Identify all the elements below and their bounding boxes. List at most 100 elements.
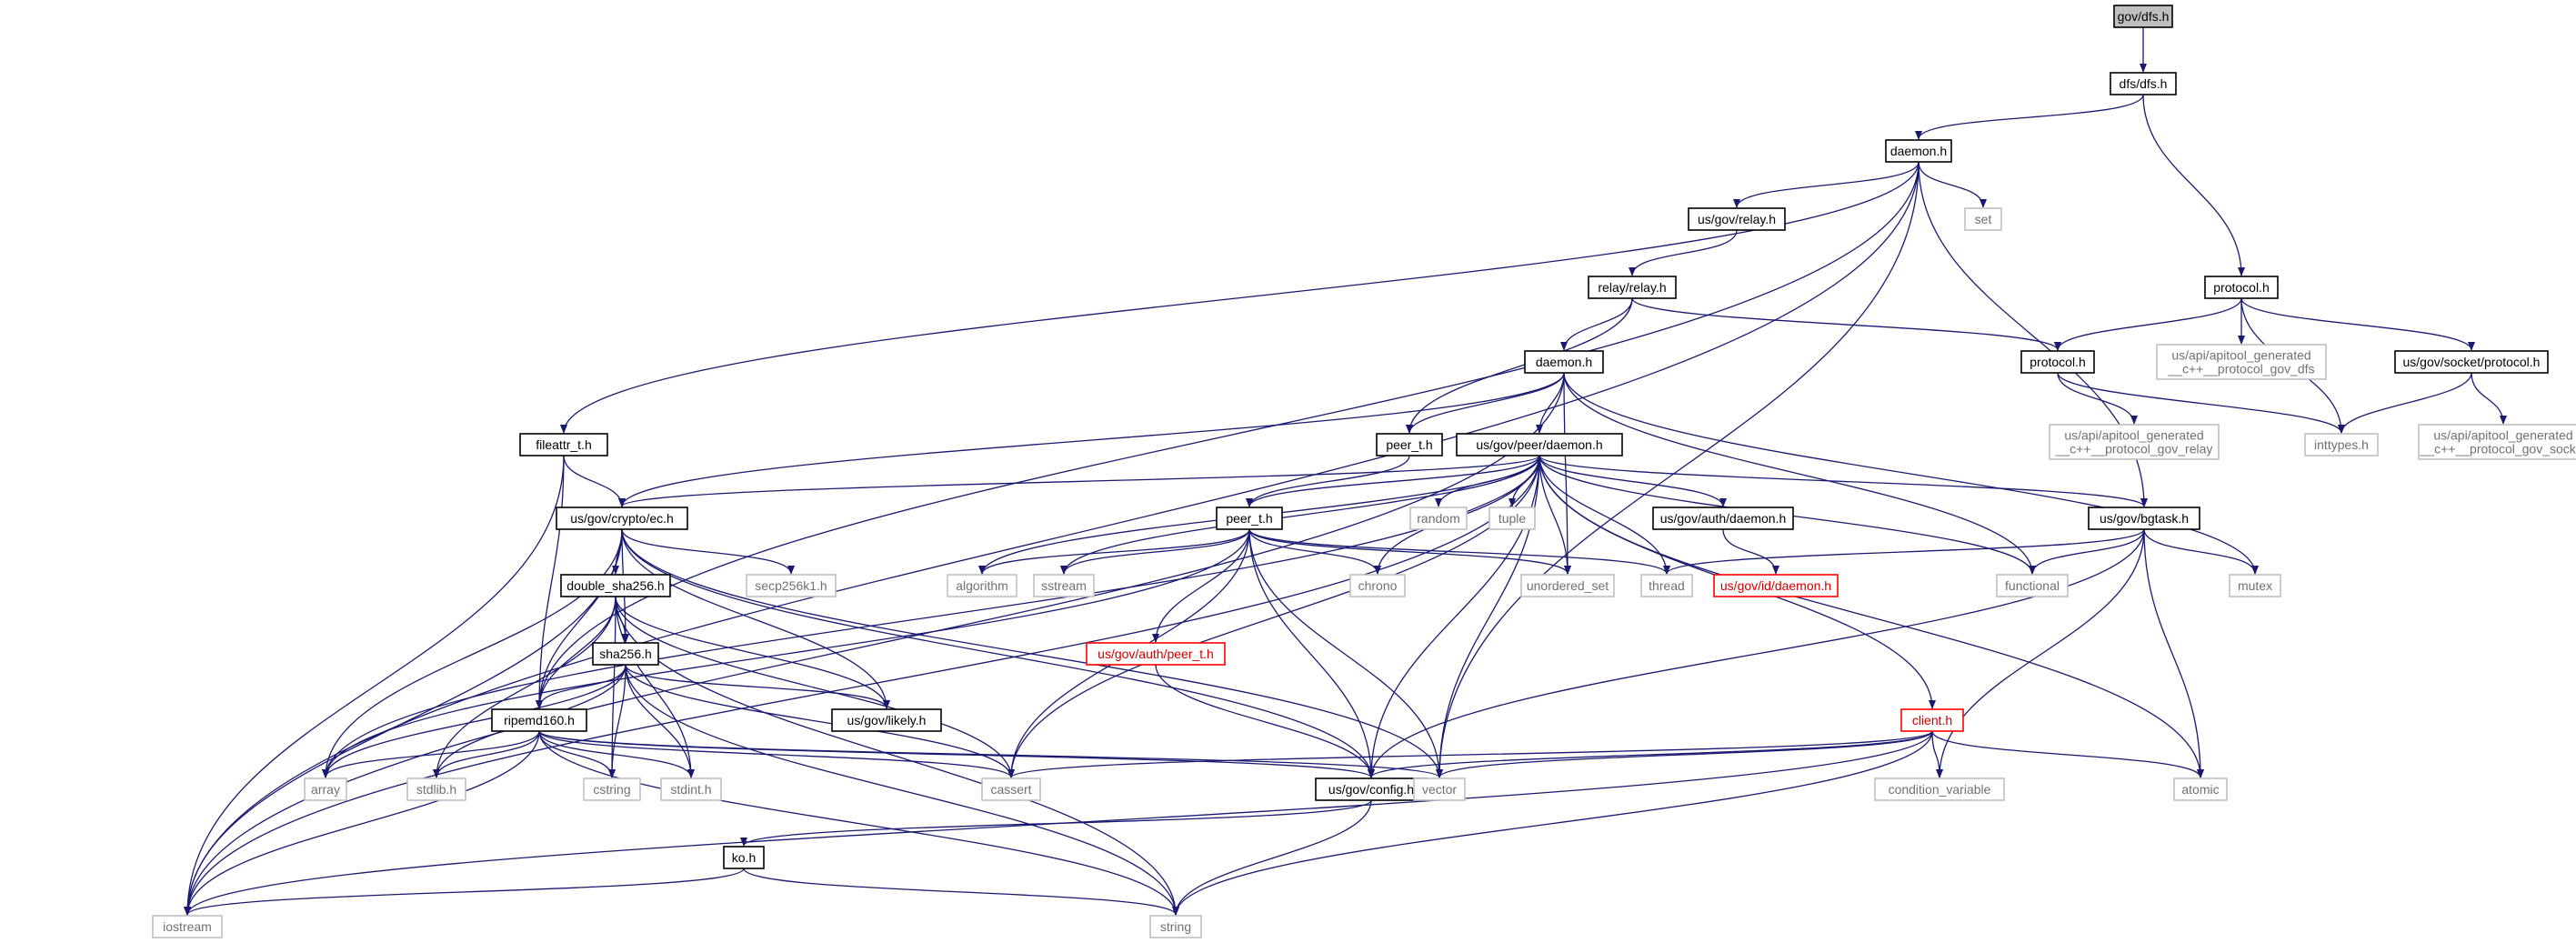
node-relay-relay-h[interactable]: relay/relay.h — [1588, 276, 1677, 299]
edge-sha256_h-to-ripemd160_h — [536, 664, 626, 709]
node-label: inttypes.h — [2314, 437, 2369, 452]
node-condition-variable: condition_variable — [1874, 777, 2005, 801]
node-box — [1996, 574, 2069, 597]
edge-sha256_h-to-cassert — [625, 664, 1015, 778]
edge-double_sha256_h-to-cstring — [608, 596, 616, 778]
edge-bgtask_h-to-config_h — [1368, 528, 2145, 778]
node-id-daemon-h[interactable]: us/gov/id/daemon.h — [1713, 574, 1839, 597]
node-label: stdint.h — [670, 782, 711, 797]
edge-peer_daemon_h-to-cassert — [1007, 455, 1540, 778]
node-label: us/gov/relay.h — [1698, 212, 1776, 226]
node-auth-daemon-h[interactable]: us/gov/auth/daemon.h — [1652, 507, 1794, 530]
node-daemon-h2[interactable]: daemon.h — [1524, 350, 1604, 374]
edge-ripemd160_h-to-cstring — [538, 730, 616, 778]
node-cassert: cassert — [981, 777, 1041, 801]
edge-relay_relay_h-to-peer_t_h_top — [1406, 297, 1633, 434]
node-mutex: mutex — [2229, 574, 2281, 597]
node-likely-h[interactable]: us/gov/likely.h — [831, 708, 942, 732]
node-box — [2229, 574, 2281, 597]
node-label: set — [1975, 212, 1992, 226]
node-fileattr-h[interactable]: fileattr_t.h — [519, 433, 608, 456]
edge-daemon_h2-to-mutex — [1563, 372, 2259, 575]
edge-peer_t_h-to-unordered_set — [1248, 528, 1571, 575]
node-box — [2394, 350, 2549, 374]
node-label: random — [1417, 511, 1459, 526]
node-relay-h[interactable]: us/gov/relay.h — [1688, 207, 1786, 231]
edge-client_h-to-cassert — [1007, 730, 1933, 778]
edge-protocol_h_top-to-protocol_h — [2054, 297, 2242, 351]
node-label: __c++__protocol_gov_relay — [2055, 442, 2213, 456]
node-unordered-set: unordered_set — [1520, 574, 1615, 597]
node-box — [1588, 276, 1677, 299]
node-sha256-h[interactable]: sha256.h — [592, 642, 659, 666]
node-box — [1640, 574, 1693, 597]
node-dfs-dfs-h[interactable]: dfs/dfs.h — [2110, 72, 2177, 95]
node-algorithm: algorithm — [947, 574, 1017, 597]
node-label: client.h — [1912, 713, 1952, 727]
node-socket-protocol-h[interactable]: us/gov/socket/protocol.h — [2394, 350, 2549, 374]
edge-daemon_h2-to-functional — [1563, 372, 2036, 575]
node-box — [304, 777, 347, 801]
node-ko-h[interactable]: ko.h — [723, 846, 765, 869]
edge-auth_daemon_h-to-id_daemon_h — [1722, 528, 1779, 575]
node-client-h[interactable]: client.h — [1900, 708, 1964, 732]
node-auth-peer-t-h[interactable]: us/gov/auth/peer_t.h — [1086, 642, 1226, 666]
node-label: us/gov/crypto/ec.h — [570, 511, 674, 526]
edge-daemon_h2-to-peer_t_h_top — [1406, 372, 1565, 434]
node-label: double_sha256.h — [566, 578, 664, 593]
node-label: atomic — [2181, 782, 2219, 797]
node-box — [981, 777, 1041, 801]
node-box — [583, 777, 641, 801]
edge-peer_daemon_h-to-peer_t_h — [1246, 455, 1540, 507]
node-gov-dfs-h[interactable]: gov/dfs.h — [2113, 5, 2173, 28]
node-peer-t-h[interactable]: peer_t.h — [1216, 507, 1283, 530]
node-ripemd160-h[interactable]: ripemd160.h — [491, 708, 587, 732]
edge-sha256_h-to-string — [625, 664, 1179, 916]
node-protocol-h-top[interactable]: protocol.h — [2204, 276, 2279, 299]
node-peer-daemon-h[interactable]: us/gov/peer/daemon.h — [1456, 433, 1623, 456]
edge-peer_t_h_top-to-peer_t_h — [1246, 455, 1410, 507]
node-bgtask-h[interactable]: us/gov/bgtask.h — [2088, 507, 2200, 530]
node-protocol-h[interactable]: protocol.h — [2020, 350, 2095, 374]
node-box — [1488, 507, 1536, 530]
node-box — [2113, 5, 2173, 28]
node-label: __c++__protocol_gov_dfs — [2167, 362, 2314, 376]
node-label: us/gov/bgtask.h — [2100, 511, 2189, 526]
edge-fileattr_h-to-ripemd160_h — [536, 455, 565, 709]
node-label: ripemd160.h — [504, 713, 575, 727]
edge-crypto_ec_h-to-vector — [621, 528, 1443, 778]
edge-double_sha256_h-to-cassert — [615, 596, 1015, 778]
edge-bgtask_h-to-atomic — [2143, 528, 2204, 778]
edge-client_h-to-condition_variable — [1931, 730, 1943, 778]
nodes-layer: gov/dfs.h dfs/dfs.h daemon.h us/gov/relay.h… — [152, 5, 2576, 938]
node-box — [406, 777, 466, 801]
node-random: random — [1409, 507, 1468, 530]
node-box — [592, 642, 659, 666]
node-box — [560, 574, 671, 597]
node-box — [1216, 507, 1283, 530]
edge-double_sha256_h-to-likely_h — [615, 596, 890, 709]
node-label: us/gov/id/daemon.h — [1720, 578, 1831, 593]
edge-relay_relay_h-to-protocol_h — [1631, 297, 2061, 351]
node-box — [2020, 350, 2095, 374]
node-box — [2304, 433, 2379, 456]
node-double-sha256-h[interactable]: double_sha256.h — [560, 574, 671, 597]
edge-peer_t_h-to-array — [322, 528, 1250, 778]
edge-config_h-to-string — [1172, 799, 1372, 916]
node-label: tuple — [1498, 511, 1527, 526]
edge-bgtask_h-to-thread — [1663, 528, 2145, 575]
edge-peer_daemon_h-to-crypto_ec_h — [618, 455, 1540, 507]
node-label: ko.h — [732, 850, 756, 865]
node-crypto-ec-h[interactable]: us/gov/crypto/ec.h — [556, 507, 688, 530]
node-label: cstring — [593, 782, 630, 797]
edge-socket_protocol_h-to-api_socket — [2471, 372, 2507, 425]
node-daemon-h[interactable]: daemon.h — [1885, 139, 1952, 163]
node-box — [831, 708, 942, 732]
node-sstream: sstream — [1033, 574, 1095, 597]
edge-peer_daemon_h-to-bgtask_h — [1539, 455, 2148, 507]
node-label: peer_t.h — [1226, 511, 1272, 526]
edge-protocol_h-to-inttypes_h — [2057, 372, 2345, 434]
node-peer-t-h-top[interactable]: peer_t.h — [1376, 433, 1443, 456]
node-config-h[interactable]: us/gov/config.h — [1315, 777, 1428, 801]
node-api-dfs: us/api/apitool_generated__c++__protocol_… — [2156, 344, 2327, 380]
